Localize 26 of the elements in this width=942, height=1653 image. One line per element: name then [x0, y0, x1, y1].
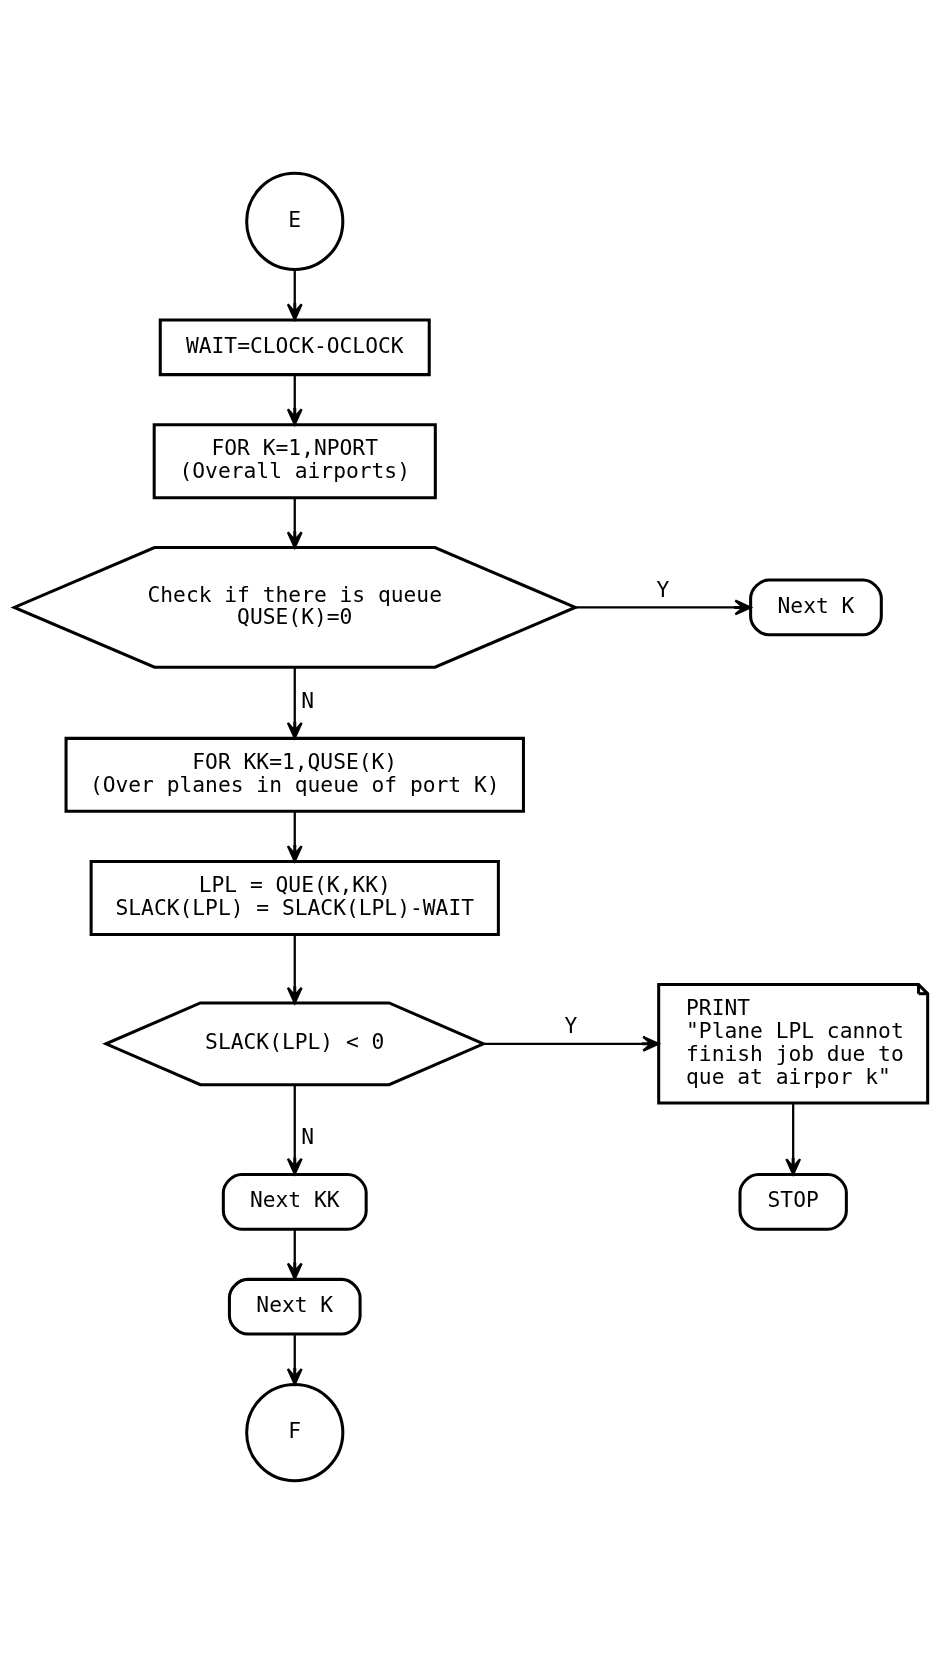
arrow — [575, 598, 752, 615]
arrow — [785, 1103, 802, 1175]
arrow — [286, 1333, 303, 1385]
node-circle: E — [245, 171, 345, 271]
arrow — [286, 269, 303, 321]
arrow — [286, 1084, 303, 1175]
arrow — [286, 934, 303, 1004]
node-box: LPL = QUE(K,KK) SLACK(LPL) = SLACK(LPL)-WAIT — [89, 859, 500, 936]
node-box: WAIT=CLOCK-OCLOCK — [158, 317, 431, 376]
arrow — [286, 497, 303, 549]
node-box: FOR K=1,NPORT (Overall airports) — [152, 422, 437, 499]
edge-label: N — [301, 1123, 315, 1149]
node-circle: F — [245, 1382, 345, 1482]
arrow — [483, 1035, 660, 1052]
node-box: Next K — [749, 578, 883, 636]
node-box: FOR KK=1,QUSE(K) (Over planes in queue of port K) — [64, 736, 525, 813]
edge-label: N — [301, 687, 315, 713]
arrow — [286, 374, 303, 426]
arrow — [286, 811, 303, 862]
node-box: Next K — [227, 1277, 362, 1336]
edge-label: Y — [656, 576, 670, 602]
arrow — [286, 666, 303, 739]
edge-label: Y — [564, 1013, 578, 1038]
node-box: Next KK — [221, 1172, 368, 1231]
node-box: STOP — [738, 1172, 848, 1231]
arrow — [286, 1229, 303, 1280]
